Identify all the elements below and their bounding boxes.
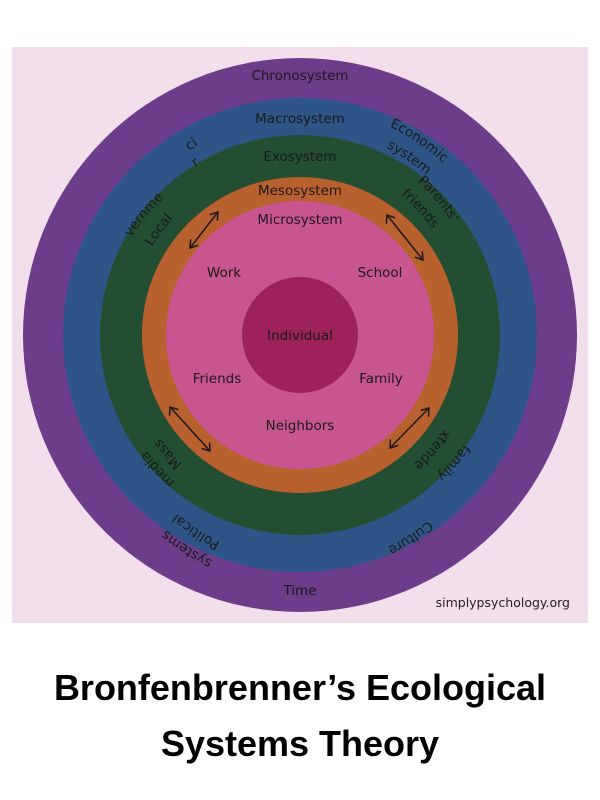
double-arrow-icon-bottom-right <box>389 407 430 449</box>
individual-label: Individual <box>267 328 333 344</box>
ecological-systems-diagram: Chronosystem Macrosystem Exosystem Mesos… <box>12 47 577 612</box>
work-label: Work <box>207 265 241 281</box>
page-title-line2: Systems Theory <box>160 723 440 764</box>
double-arrow-icon-top-right <box>385 214 424 261</box>
microsystem-label: Microsystem <box>257 212 342 228</box>
exosystem-label: Exosystem <box>263 149 336 165</box>
double-arrow-icon-top-left <box>189 211 219 249</box>
school-label: School <box>358 265 403 281</box>
time-label: Time <box>282 583 316 599</box>
page-title: Bronfenbrenner’s Ecological Systems Theo… <box>0 660 600 772</box>
individual-circle <box>242 277 358 393</box>
watermark-text: simplypsychology.org <box>436 595 570 610</box>
double-arrow-icon-bottom-left <box>168 406 211 452</box>
family-label: Family <box>359 371 402 387</box>
macrosystem-label: Macrosystem <box>255 111 345 127</box>
neighbors-label: Neighbors <box>266 418 335 434</box>
friends-label: Friends <box>193 371 242 387</box>
mesosystem-label: Mesosystem <box>258 183 342 199</box>
page-title-line1: Bronfenbrenner’s Ecological <box>53 667 547 708</box>
chronosystem-label: Chronosystem <box>251 68 348 84</box>
